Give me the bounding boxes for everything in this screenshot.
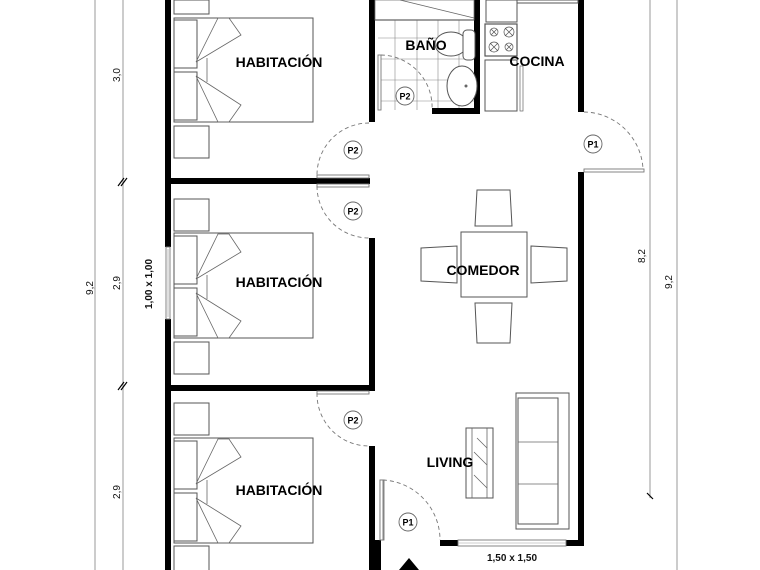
stove-burners	[488, 26, 515, 53]
door-tag-bathroom: P2	[395, 86, 415, 106]
window-size-label-south: 1,50 x 1,50	[487, 553, 537, 564]
dimension-right-inner: 8,2	[637, 249, 648, 263]
room-label-bedroom-3: HABITACIÓN	[236, 481, 323, 498]
door-tag-bedroom-2: P2	[343, 201, 363, 221]
pillow	[173, 235, 198, 285]
door-bathroom[interactable]	[377, 54, 433, 111]
door-tag-kitchen-exterior: P1	[583, 134, 603, 154]
nightstand	[173, 341, 210, 375]
pillow	[173, 440, 198, 490]
chair	[474, 189, 513, 227]
counter-top	[516, 0, 579, 4]
svg-text:P2: P2	[347, 207, 358, 217]
coffee-table	[465, 427, 494, 499]
svg-text:P2: P2	[399, 92, 410, 102]
sink	[446, 65, 478, 107]
door-tag-bedroom-3: P2	[343, 410, 363, 430]
svg-text:P1: P1	[402, 518, 413, 528]
nightstand	[173, 545, 210, 570]
dining-set	[420, 189, 568, 344]
dimension-right-total: 9,2	[664, 275, 675, 289]
toilet-tank	[462, 29, 476, 61]
pillow	[173, 71, 198, 121]
chair	[474, 302, 513, 344]
nightstand	[173, 402, 210, 436]
kitchen-fixtures	[484, 0, 579, 112]
room-label-dining: COMEDOR	[446, 262, 519, 278]
bedroom-2-furniture	[173, 198, 314, 375]
counter	[485, 0, 518, 23]
dimension-left-segment-3: 2,9	[112, 485, 123, 499]
bathroom-fixtures	[374, 0, 478, 107]
window-size-label-west: 1,00 x 1,00	[144, 259, 155, 309]
room-label-bedroom-2: HABITACIÓN	[236, 273, 323, 290]
door-bedroom-1[interactable]	[316, 122, 370, 179]
dimension-left-segment-1: 3,0	[112, 68, 123, 82]
pillow	[173, 492, 198, 542]
chair	[530, 245, 568, 284]
chair	[420, 245, 458, 284]
entrance-arrow-icon	[399, 558, 419, 570]
bedroom-3-furniture	[173, 402, 314, 570]
door-kitchen-exterior[interactable]	[583, 111, 645, 173]
door-bedroom-3[interactable]	[316, 390, 370, 447]
room-label-kitchen: COCINA	[509, 53, 564, 69]
pillow	[173, 287, 198, 337]
svg-text:P2: P2	[347, 146, 358, 156]
dimension-left-total: 9,2	[85, 281, 96, 295]
pillow	[173, 19, 198, 69]
refrigerator	[484, 59, 518, 112]
door-bedroom-2[interactable]	[316, 183, 370, 239]
svg-text:P1: P1	[587, 140, 598, 150]
shower-tray	[374, 0, 475, 21]
nightstand	[173, 125, 210, 159]
window-bedroom-2	[165, 246, 171, 320]
room-label-living: LIVING	[427, 454, 474, 470]
room-label-bedroom-1: HABITACIÓN	[236, 53, 323, 70]
nightstand	[173, 0, 210, 15]
dimension-lines	[94, 0, 678, 570]
room-label-bathroom: BAÑO	[405, 36, 446, 53]
living-furniture	[465, 392, 570, 530]
window-living-south	[457, 539, 567, 547]
dimension-left-segment-2: 2,9	[112, 276, 123, 290]
nightstand	[173, 198, 210, 232]
door-tag-bedroom-1: P2	[343, 140, 363, 160]
door-tag-main-entrance: P1	[398, 512, 418, 532]
door-main-entrance[interactable]	[379, 479, 441, 541]
svg-text:P2: P2	[347, 416, 358, 426]
bedroom-1-furniture	[173, 0, 314, 159]
dining-table	[460, 231, 528, 298]
